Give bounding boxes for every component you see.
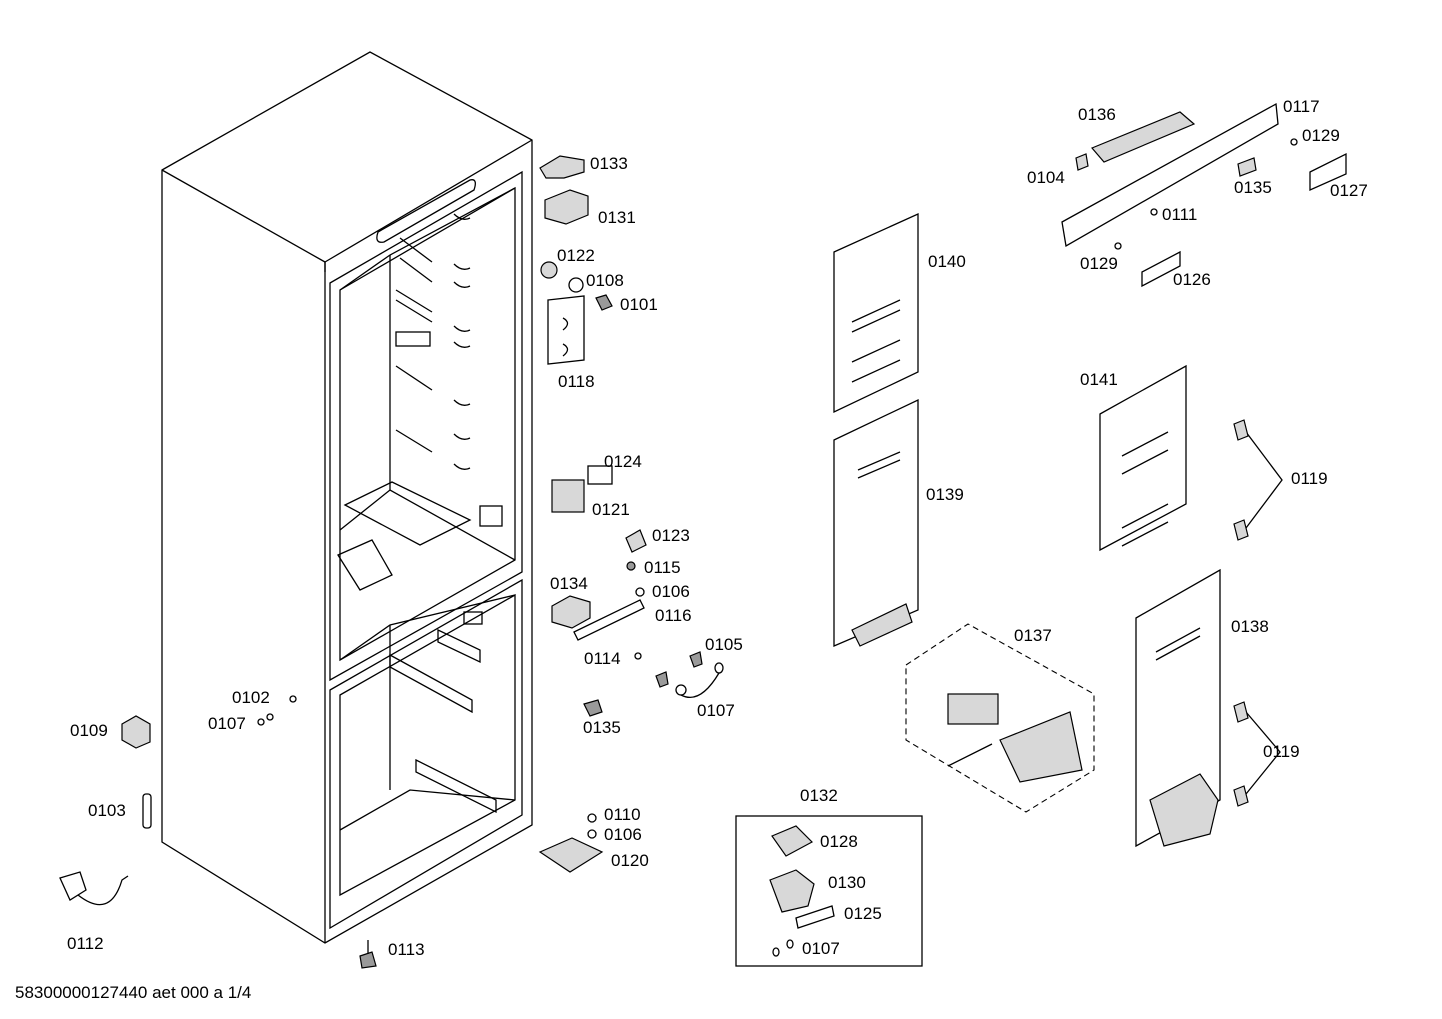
cabinet-body — [161, 51, 533, 944]
part-label-0125: 0125 — [844, 904, 882, 923]
part-label-0123: 0123 — [652, 526, 690, 545]
part-label-0127: 0127 — [1330, 181, 1368, 200]
part-label-0107: 0107 — [208, 714, 246, 733]
part-label-0114: 0114 — [584, 649, 621, 668]
part-label-0110: 0110 — [604, 805, 641, 824]
part-label-0108: 0108 — [586, 271, 624, 290]
part-label-0104: 0104 — [1027, 168, 1065, 187]
part-label-0109: 0109 — [70, 721, 108, 740]
part-label-0129: 0129 — [1302, 126, 1340, 145]
part-label-0107: 0107 — [802, 939, 840, 958]
part-label-0117: 0117 — [1283, 97, 1320, 116]
part-label-0138: 0138 — [1231, 617, 1269, 636]
part-label-0121: 0121 — [592, 500, 630, 519]
part-label-0128: 0128 — [820, 832, 858, 851]
part-label-0101: 0101 — [620, 295, 658, 314]
part-label-0126: 0126 — [1173, 270, 1211, 289]
part-label-0105: 0105 — [705, 635, 743, 654]
document-reference-footer: 58300000127440 aet 000 a 1/4 — [15, 983, 252, 1002]
part-label-0113: 0113 — [388, 940, 425, 959]
part-label-0103: 0103 — [88, 801, 126, 820]
part-label-0116: 0116 — [655, 606, 692, 625]
part-label-0102: 0102 — [232, 688, 270, 707]
part-label-0136: 0136 — [1078, 105, 1116, 124]
part-label-0112: 0112 — [67, 934, 104, 953]
part-label-0134: 0134 — [550, 574, 588, 593]
part-label-0139: 0139 — [926, 485, 964, 504]
part-label-0106: 0106 — [604, 825, 642, 844]
right-panels — [1061, 102, 1347, 848]
part-label-0124: 0124 — [604, 452, 642, 471]
part-label-0137: 0137 — [1014, 626, 1052, 645]
part-label-0130: 0130 — [828, 873, 866, 892]
part-label-0132: 0132 — [800, 786, 838, 805]
part-label-0133: 0133 — [590, 154, 628, 173]
part-label-0119: 0119 — [1263, 742, 1300, 761]
part-label-0135: 0135 — [1234, 178, 1272, 197]
middle-panels — [735, 212, 1095, 967]
part-label-0141: 0141 — [1080, 370, 1118, 389]
part-label-0106: 0106 — [652, 582, 690, 601]
part-label-0129: 0129 — [1080, 254, 1118, 273]
part-label-0131: 0131 — [598, 208, 636, 227]
part-label-0118: 0118 — [558, 372, 595, 391]
left-parts — [59, 155, 724, 969]
part-label-0111: 0111 — [1162, 205, 1198, 224]
part-label-0107: 0107 — [697, 701, 735, 720]
part-label-0135: 0135 — [583, 718, 621, 737]
part-label-0120: 0120 — [611, 851, 649, 870]
part-label-0140: 0140 — [928, 252, 966, 271]
part-label-0122: 0122 — [557, 246, 595, 265]
part-label-0115: 0115 — [644, 558, 681, 577]
part-label-0119: 0119 — [1291, 469, 1328, 488]
